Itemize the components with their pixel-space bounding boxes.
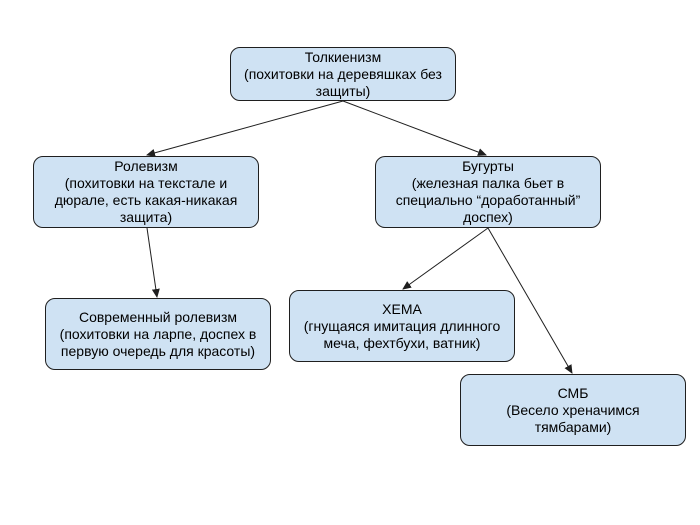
node-hema: ХЕМА (гнущаяся имитация длинного меча, ф…	[289, 290, 515, 362]
node-description: (похитовки на деревяшках без защиты)	[244, 65, 442, 99]
node-description: (гнущаяся имитация длинного меча, фехтбу…	[303, 317, 501, 351]
edge-tolkien-bug	[342, 100, 487, 156]
node-title: Бугурты	[462, 158, 514, 174]
node-bugurty: Бугурты (железная палка бьет в специальн…	[375, 156, 601, 228]
edge-bug-hema	[402, 227, 489, 290]
node-title: Ролевизм	[114, 158, 178, 174]
node-title: Толкиенизм	[304, 48, 382, 65]
edge-tolkien-role	[146, 100, 344, 157]
node-rolevizm: Ролевизм (похитовки на текстале и дюрале…	[33, 156, 259, 228]
node-description: (похитовки на текстале и дюрале, есть ка…	[54, 175, 238, 225]
node-description: (похитовки на ларпе, доспех в первую оче…	[59, 325, 257, 359]
edge-bug-smb	[487, 227, 573, 374]
edge-role-modern	[146, 227, 160, 298]
node-description: (Весело хреначимся тямбарами)	[506, 401, 640, 435]
node-description: (железная палка бьет в специально “дораб…	[395, 175, 581, 225]
node-smb: СМБ (Весело хреначимся тямбарами)	[460, 374, 686, 446]
node-title: Современный ролевизм	[78, 308, 238, 325]
node-title: СМБ	[557, 384, 589, 401]
node-modern-rolevizm: Современный ролевизм (похитовки на ларпе…	[45, 298, 271, 370]
node-tolkienism: Толкиенизм (похитовки на деревяшках без …	[230, 47, 456, 101]
node-title: ХЕМА	[382, 300, 422, 317]
